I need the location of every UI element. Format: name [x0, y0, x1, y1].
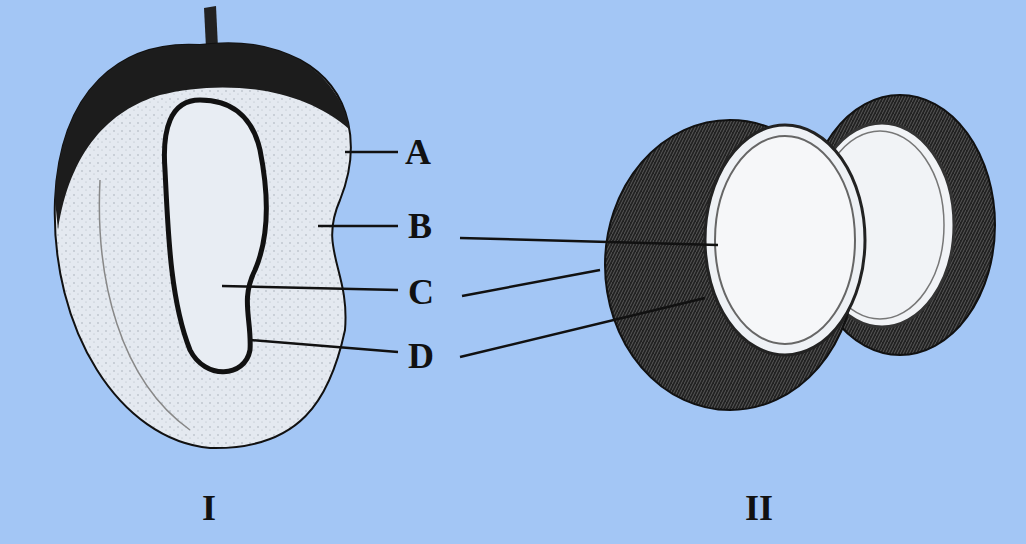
leader-line — [460, 298, 705, 357]
part-letter: C — [408, 274, 434, 310]
mango-seed — [164, 100, 266, 372]
leader-line — [222, 286, 398, 290]
figure-number: I — [202, 490, 216, 526]
leader-line — [460, 238, 718, 245]
leader-line — [462, 270, 600, 296]
leader-line — [250, 340, 398, 352]
part-letter: A — [405, 134, 431, 170]
mango-outline — [55, 43, 351, 448]
fruit-stalk — [204, 6, 218, 48]
coconut-meat-front — [705, 125, 865, 355]
figure-number: II — [745, 490, 773, 526]
leader-line — [318, 225, 398, 228]
part-letter: D — [408, 338, 434, 374]
leader-line — [345, 151, 398, 154]
part-letter: B — [408, 208, 432, 244]
coconut-shell-front — [715, 136, 855, 344]
